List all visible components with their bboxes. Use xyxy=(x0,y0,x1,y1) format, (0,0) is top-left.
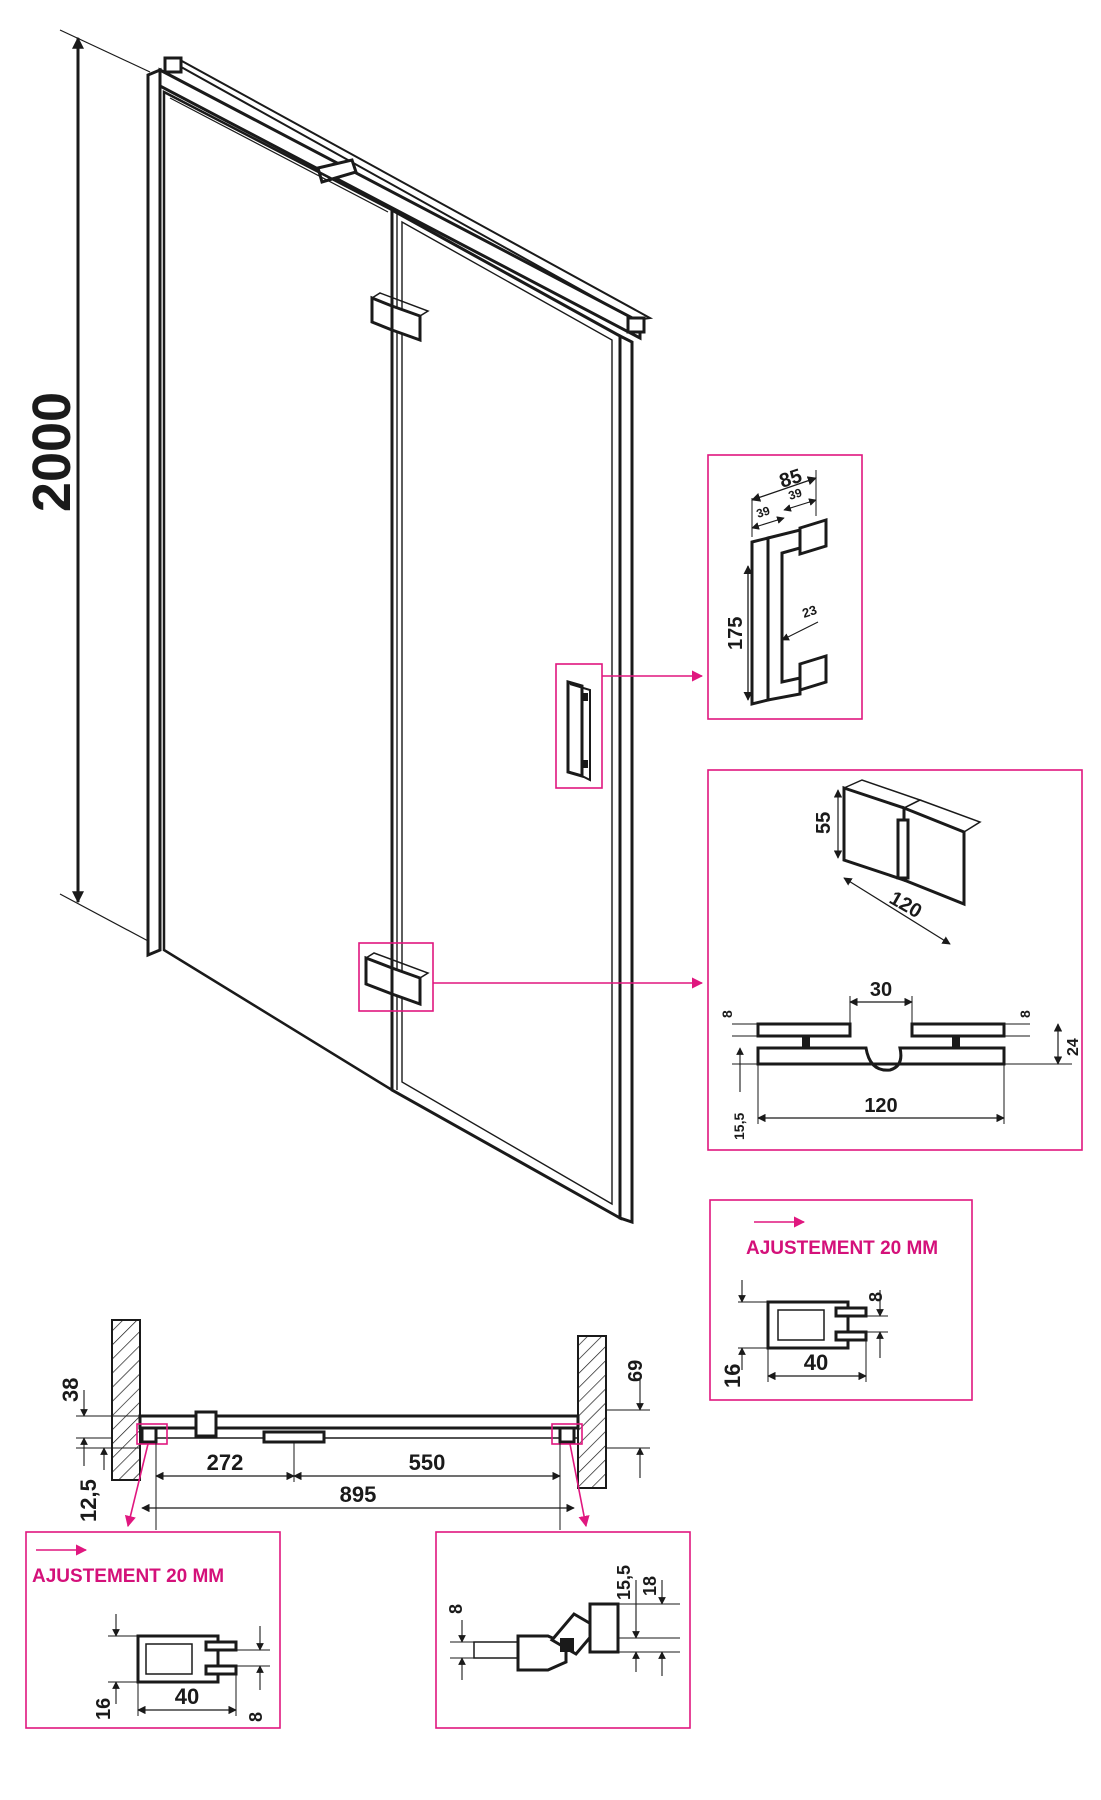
door-panel xyxy=(390,207,622,1221)
adjustment-left-glass-label: 8 xyxy=(246,1712,266,1722)
hinge-base-label: 15,5 xyxy=(731,1113,747,1140)
height-dimension-label: 2000 xyxy=(22,392,82,512)
adjustment-profile-left-frame xyxy=(25,1531,281,1729)
wall-profile-left xyxy=(146,67,162,958)
adjustment-left-width-label: 40 xyxy=(175,1684,199,1709)
adjustment-right-width-label: 40 xyxy=(804,1350,828,1375)
plan-total-label: 895 xyxy=(340,1482,377,1507)
adjustment-right-glass-label: 8 xyxy=(866,1292,886,1302)
plan-wall-right-label: 69 xyxy=(625,1360,647,1382)
door-elevation: 2000 xyxy=(22,29,704,1225)
plan-seg-left-label: 272 xyxy=(207,1450,244,1475)
top-rail-plan xyxy=(138,1414,580,1430)
magnetic-gap-label: 15,5 xyxy=(614,1565,634,1600)
handle-detail: 85 39 39 175 23 xyxy=(707,454,863,720)
magnetic-profile-detail: 8 15,5 18 xyxy=(435,1531,691,1729)
handle-highlight-box xyxy=(555,663,603,789)
adjustment-profile-right-frame xyxy=(709,1199,973,1401)
lower-hinge xyxy=(364,952,430,1007)
handle-detail-frame xyxy=(707,454,863,720)
upper-hinge xyxy=(370,292,430,343)
hinge-detail: 55 120 30 8 8 24 15,5 120 xyxy=(707,769,1083,1151)
hinge-length-label: 120 xyxy=(886,887,926,923)
magnetic-depth-label: 18 xyxy=(640,1576,660,1596)
hinge-highlight-box xyxy=(358,942,434,1012)
handle-height-label: 175 xyxy=(725,617,747,650)
right-wall xyxy=(577,1335,607,1489)
plan-seg-right-label: 550 xyxy=(409,1450,446,1475)
handle-bar-label: 23 xyxy=(800,602,818,621)
top-rail xyxy=(158,67,642,341)
handle-offset-right-label: 39 xyxy=(787,485,804,503)
magnetic-glass-label: 8 xyxy=(446,1604,466,1614)
magnetic-profile-frame xyxy=(435,1531,691,1729)
plan-wall-offset-label: 12,5 xyxy=(76,1479,101,1522)
hinge-height-label: 55 xyxy=(813,812,835,834)
plan-wall-left-label: 38 xyxy=(58,1378,83,1402)
door-handle xyxy=(566,680,591,782)
hinge-length-bottom-label: 120 xyxy=(864,1095,897,1117)
left-wall xyxy=(111,1319,141,1481)
hinge-depth-label: 24 xyxy=(1065,1038,1082,1056)
adjustment-left-height-label: 16 xyxy=(93,1698,115,1720)
adjustment-right-height-label: 16 xyxy=(720,1364,745,1388)
hinge-plate-left-label: 8 xyxy=(719,1010,735,1018)
adjustment-left-label: AJUSTEMENT 20 MM xyxy=(32,1566,224,1587)
handle-offset-left-label: 39 xyxy=(755,503,772,521)
adjustment-profile-left: AJUSTEMENT 20 MM 16 40 8 xyxy=(25,1531,281,1729)
hinge-plate-right-label: 8 xyxy=(1017,1010,1033,1018)
fixed-panel xyxy=(162,89,394,1093)
hinge-gap-label: 30 xyxy=(870,979,892,1001)
hinge-detail-frame xyxy=(707,769,1083,1151)
adjustment-right-label: AJUSTEMENT 20 MM xyxy=(746,1238,938,1259)
adjustment-profile-right: AJUSTEMENT 20 MM 8 16 40 xyxy=(709,1199,973,1401)
plan-view: 38 12,5 69 272 550 895 xyxy=(58,1319,650,1530)
